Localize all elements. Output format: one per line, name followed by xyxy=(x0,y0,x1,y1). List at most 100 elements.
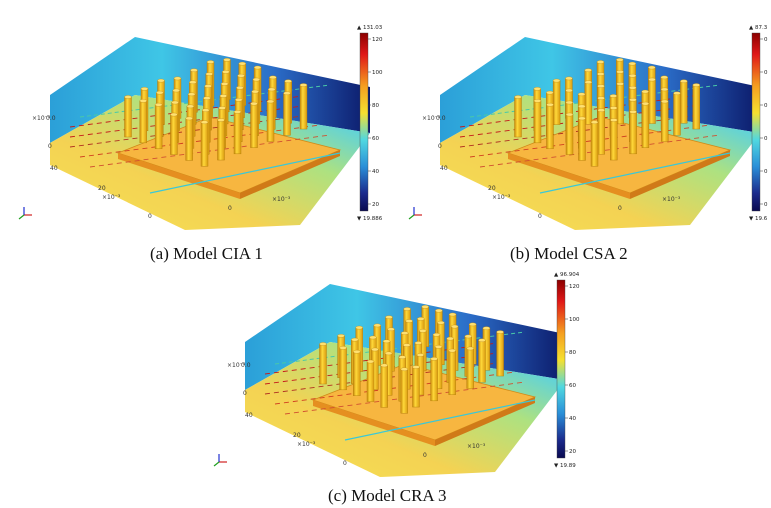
y-axis-tick: 0 xyxy=(343,460,347,467)
pin-top xyxy=(446,336,454,341)
colorbar-tick: 80 xyxy=(569,350,576,356)
y-axis-tick: 0 xyxy=(148,213,152,220)
pin-top xyxy=(464,334,472,339)
pin-fin xyxy=(466,348,474,389)
pin-top xyxy=(369,335,377,340)
pin-top xyxy=(430,357,438,361)
flow-arrow-line xyxy=(344,399,536,441)
pin-top xyxy=(173,76,182,81)
pin-fin xyxy=(266,101,275,142)
pin-fin xyxy=(412,366,420,408)
pin-fin xyxy=(565,114,574,155)
pin-top xyxy=(552,78,561,83)
pin-fin xyxy=(319,343,327,385)
pin-top xyxy=(448,312,457,317)
pin-top xyxy=(629,110,637,114)
pin-top xyxy=(648,65,656,70)
z-axis-top-tick: 0.0 xyxy=(436,115,446,122)
colorbar-min: ▼ 19.886 xyxy=(357,216,383,222)
y-axis-tick: 20 xyxy=(488,185,496,192)
pin-top xyxy=(373,323,381,328)
pin-top xyxy=(252,77,261,82)
pin-top xyxy=(414,341,423,345)
pin-top xyxy=(250,101,258,106)
flow-arrow-line xyxy=(274,371,516,405)
pin-top xyxy=(565,88,573,93)
pin-fin xyxy=(629,111,637,155)
pin-top xyxy=(680,79,688,83)
pin-top xyxy=(641,89,649,94)
pin-fin xyxy=(200,122,209,167)
pin-top xyxy=(206,60,215,64)
x-axis-unit: ×10⁻³ xyxy=(467,443,486,450)
x-axis-unit: ×10⁻³ xyxy=(272,196,291,203)
pin-top xyxy=(565,112,574,117)
colorbar-tick: 100 xyxy=(372,70,383,76)
colorbar-tick: 0 xyxy=(764,37,768,43)
pin-top xyxy=(238,61,246,66)
base-plate-front xyxy=(118,153,240,199)
pin-top xyxy=(380,363,388,368)
pin-top xyxy=(629,86,637,90)
pin-fin xyxy=(641,103,650,148)
pin-top xyxy=(597,72,605,76)
pin-top xyxy=(450,324,459,329)
pin-top xyxy=(565,76,573,81)
pin-top xyxy=(154,102,163,107)
pin-top xyxy=(384,351,393,356)
pin-top xyxy=(237,73,245,78)
pin-fin xyxy=(546,104,554,149)
pin-top xyxy=(400,367,408,372)
pin-fin xyxy=(124,96,132,138)
pin-top xyxy=(139,99,147,103)
pin-top xyxy=(597,108,605,112)
pin-top xyxy=(371,347,379,352)
y-axis-tick: 0 xyxy=(538,213,542,220)
z-axis-top-tick: 0.0 xyxy=(241,362,251,369)
pin-fin xyxy=(514,96,522,138)
pin-top xyxy=(432,333,441,337)
pin-fin xyxy=(610,119,618,161)
pin-top xyxy=(337,334,345,338)
pin-top xyxy=(596,60,605,64)
y-axis-unit: ×10⁻³ xyxy=(102,194,121,201)
pin-top xyxy=(385,315,393,319)
pin-top xyxy=(609,94,618,98)
pin-top xyxy=(236,86,244,90)
triad-y xyxy=(408,214,415,220)
pin-fin xyxy=(217,119,225,161)
pin-fin xyxy=(400,369,409,414)
pin-fin xyxy=(366,361,375,402)
flow-arrow-line xyxy=(149,152,341,194)
colorbar-tick: 0 xyxy=(764,70,768,76)
pin-top xyxy=(189,80,197,85)
pin-fin xyxy=(616,83,624,125)
pin-top xyxy=(673,91,681,96)
colorbar xyxy=(751,32,761,212)
pin-fin xyxy=(154,104,163,149)
pin-fin xyxy=(496,331,504,377)
pin-top xyxy=(417,317,425,321)
pin-top xyxy=(692,83,700,87)
colorbar xyxy=(556,279,566,459)
pin-top xyxy=(616,70,624,74)
pin-top xyxy=(235,98,243,102)
pin-top xyxy=(203,96,211,100)
colorbar-tick: 40 xyxy=(372,169,379,175)
pin-top xyxy=(435,308,443,313)
pin-top xyxy=(466,346,474,351)
flow-arrow-line xyxy=(469,124,711,158)
y-axis-unit: ×10⁻³ xyxy=(492,194,511,201)
z-axis-unit: ×10⁻³ xyxy=(422,115,441,122)
pin-fin xyxy=(339,347,347,391)
pin-top xyxy=(641,101,650,106)
pin-top xyxy=(202,108,210,112)
y-axis-unit: ×10⁻³ xyxy=(297,441,316,448)
y-axis-tick: 40 xyxy=(50,165,58,172)
pin-top xyxy=(629,98,637,102)
x-axis-tick: 0 xyxy=(228,205,232,212)
pin-top xyxy=(217,118,225,122)
pin-top xyxy=(584,80,593,85)
pin-top xyxy=(355,325,363,330)
pin-top xyxy=(577,92,586,97)
